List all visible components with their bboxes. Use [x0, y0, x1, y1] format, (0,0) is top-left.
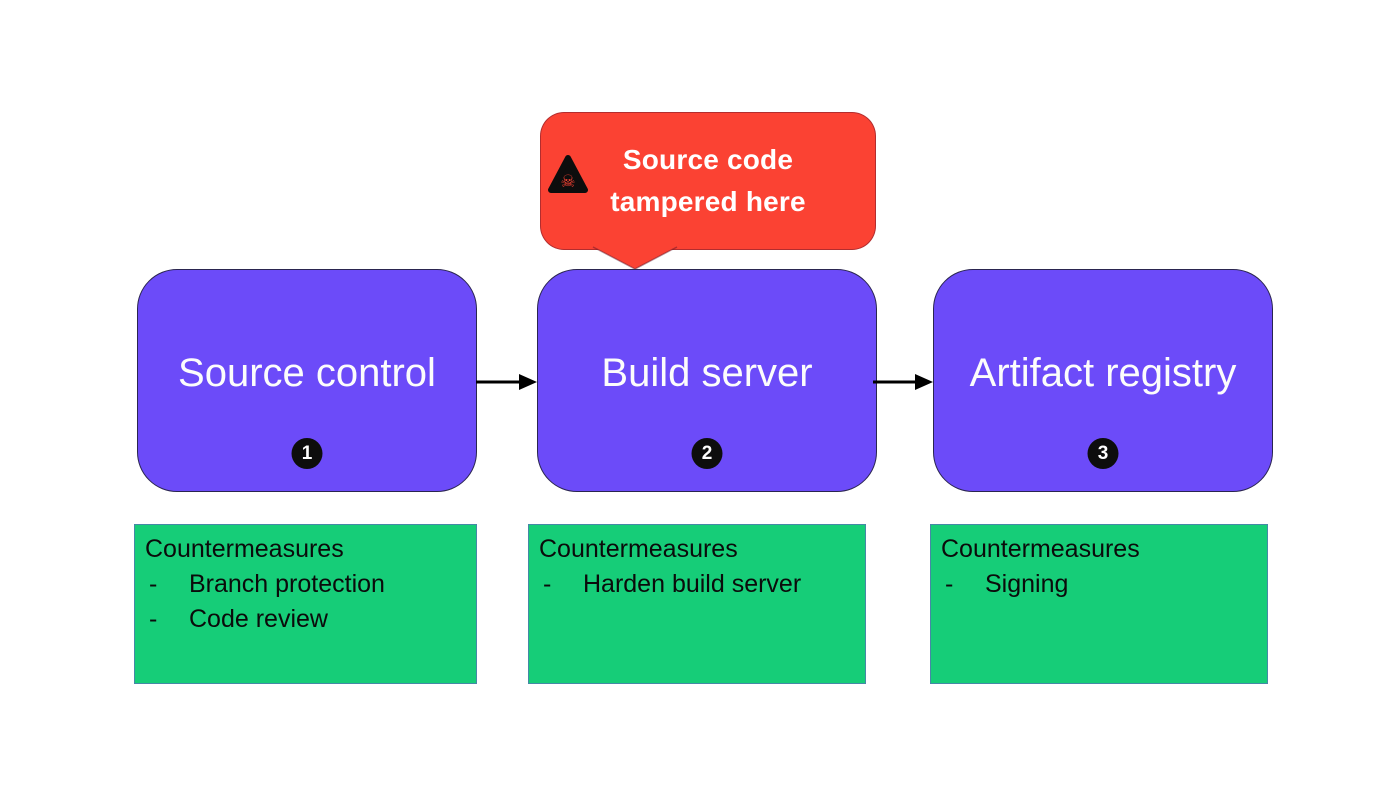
- stage-box-artifact-registry: Artifact registry 3: [933, 269, 1273, 492]
- stage-label: Build server: [601, 351, 813, 395]
- countermeasures-title: Countermeasures: [941, 535, 1140, 563]
- countermeasures-box-artifact-registry: Countermeasures - Signing: [930, 524, 1268, 684]
- skull-warning-icon: ☠: [548, 155, 588, 193]
- stage-number-badge: 2: [691, 438, 723, 469]
- countermeasure-item: - Signing: [941, 567, 1257, 602]
- countermeasures-box-build-server: Countermeasures - Harden build server: [528, 524, 866, 684]
- callout-line-1: Source code: [622, 144, 794, 175]
- tamper-warning-callout: ☠ Source code tampered here: [540, 112, 876, 250]
- countermeasure-item-label: Signing: [985, 570, 1069, 598]
- countermeasure-item: - Harden build server: [539, 567, 855, 602]
- stage-number-badge: 1: [291, 438, 323, 469]
- bullet-marker: -: [543, 570, 552, 598]
- callout-line-2: tampered here: [610, 186, 806, 217]
- stage-box-source-control: Source control 1: [137, 269, 477, 492]
- countermeasure-item-label: Code review: [189, 605, 328, 633]
- countermeasure-item: - Code review: [145, 602, 466, 637]
- bullet-marker: -: [149, 570, 158, 598]
- countermeasure-item-label: Branch protection: [189, 570, 385, 598]
- stage-label: Artifact registry: [969, 351, 1237, 395]
- arrow-source-to-build: [476, 374, 537, 390]
- countermeasure-item-label: Harden build server: [583, 570, 802, 598]
- stage-box-build-server: Build server 2: [537, 269, 877, 492]
- bullet-marker: -: [945, 570, 954, 598]
- stage-label: Source control: [178, 351, 436, 395]
- arrow-build-to-artifact: [873, 374, 933, 390]
- countermeasure-item: - Branch protection: [145, 567, 466, 602]
- bullet-marker: -: [149, 605, 158, 633]
- countermeasures-title: Countermeasures: [539, 535, 738, 563]
- svg-text:☠: ☠: [560, 172, 575, 191]
- countermeasures-title: Countermeasures: [145, 535, 344, 563]
- countermeasures-box-source-control: Countermeasures - Branch protection - Co…: [134, 524, 477, 684]
- callout-text: Source code tampered here: [610, 139, 806, 223]
- stage-number-badge: 3: [1087, 438, 1119, 469]
